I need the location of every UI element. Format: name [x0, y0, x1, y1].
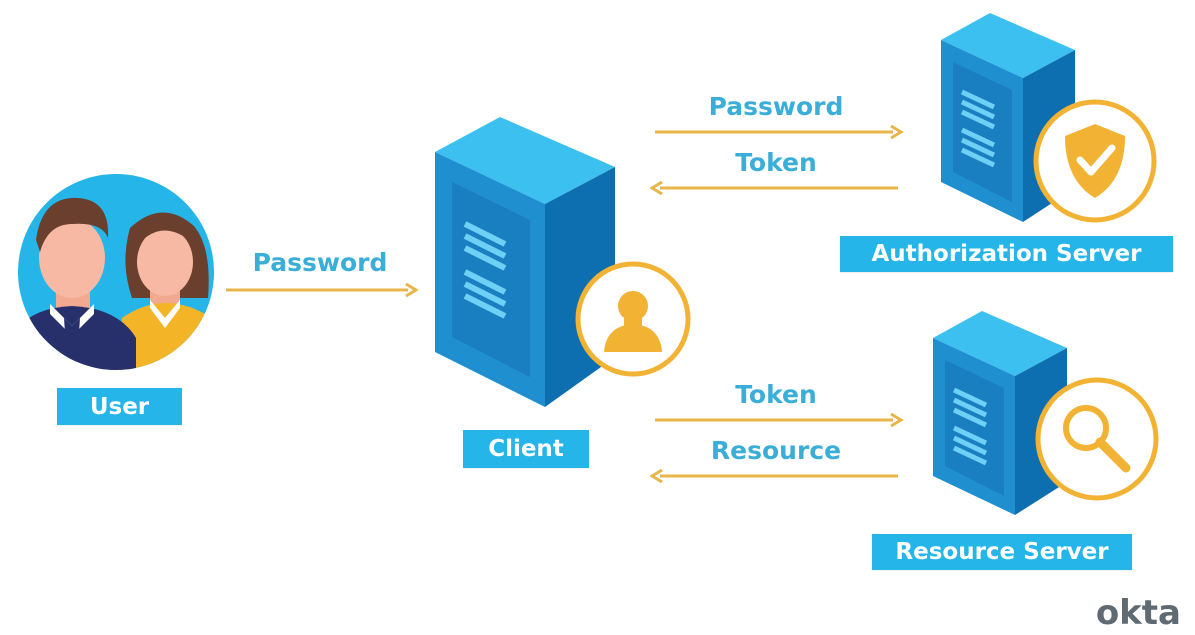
- auth-badge: [1032, 98, 1158, 224]
- server-icon: [435, 117, 615, 407]
- resource-server-label: Resource Server: [872, 534, 1132, 570]
- person-icon: [575, 261, 691, 377]
- okta-logo: okta: [1095, 593, 1181, 633]
- client-label: Client: [463, 430, 589, 468]
- arrow-label-client-token: Token: [735, 380, 817, 409]
- arrow-auth-to-client: [650, 180, 898, 196]
- authorization-server-label: Authorization Server: [840, 236, 1173, 272]
- resource-badge: [1034, 376, 1160, 502]
- arrow-client-to-auth: [655, 124, 904, 140]
- user-avatar: [12, 168, 220, 376]
- arrow-label-user-password: Password: [252, 248, 388, 277]
- arrow-label-resource: Resource: [710, 436, 842, 465]
- shield-check-icon: [1033, 99, 1157, 223]
- arrow-label-auth-token: Token: [735, 148, 817, 177]
- resource-server: [930, 308, 1070, 518]
- magnifier-icon: [1035, 377, 1159, 501]
- client-server: [430, 112, 620, 412]
- users-avatar-icon: [18, 174, 214, 370]
- arrow-label-client-password: Password: [708, 92, 844, 121]
- arrow-resource-to-client: [650, 468, 898, 484]
- client-badge: [574, 260, 692, 378]
- arrow-client-to-resource: [655, 412, 904, 428]
- user-label: User: [57, 388, 182, 425]
- arrow-user-to-client: [226, 282, 418, 298]
- server-icon: [933, 311, 1067, 515]
